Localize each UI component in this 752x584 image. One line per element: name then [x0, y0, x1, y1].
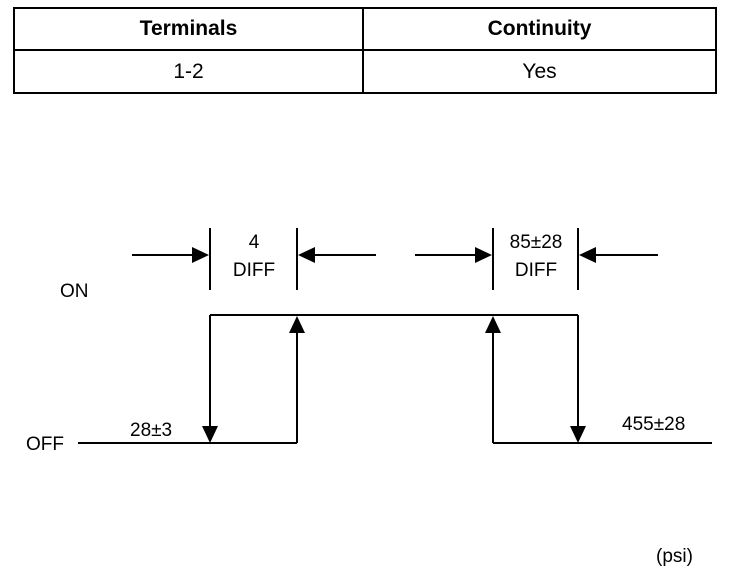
- up-arrow-icon: [485, 316, 501, 333]
- switching-waveform: [78, 314, 712, 444]
- table-header-row: Terminals Continuity: [13, 7, 717, 51]
- down-arrow-icon: [202, 426, 218, 443]
- diff-left-label: DIFF: [233, 260, 275, 281]
- diff-left-value: 4: [249, 232, 260, 253]
- high-off-point-label: 455±28: [622, 414, 685, 435]
- continuity-header: Continuity: [362, 7, 717, 51]
- diff-right-label: DIFF: [515, 260, 557, 281]
- table-row: 1-2 Yes: [13, 49, 717, 94]
- off-state-label: OFF: [26, 434, 64, 455]
- right-arrow-icon: [192, 247, 209, 263]
- continuity-table: Terminals Continuity 1-2 Yes: [13, 7, 717, 94]
- waveform-arrowheads: [202, 316, 586, 443]
- down-arrow-icon: [570, 426, 586, 443]
- continuity-cell: Yes: [362, 49, 717, 94]
- diff-right-value: 85±28: [510, 232, 563, 253]
- left-differential-indicator: 4 DIFF: [132, 228, 376, 290]
- right-differential-indicator: 85±28 DIFF: [415, 228, 658, 290]
- right-arrow-icon: [475, 247, 492, 263]
- terminals-cell: 1-2: [13, 49, 364, 94]
- units-label: (psi): [656, 546, 693, 567]
- on-state-label: ON: [60, 281, 89, 302]
- terminals-header: Terminals: [13, 7, 364, 51]
- left-arrow-icon: [298, 247, 315, 263]
- up-arrow-icon: [289, 316, 305, 333]
- low-off-point-label: 28±3: [130, 420, 172, 441]
- left-arrow-icon: [579, 247, 596, 263]
